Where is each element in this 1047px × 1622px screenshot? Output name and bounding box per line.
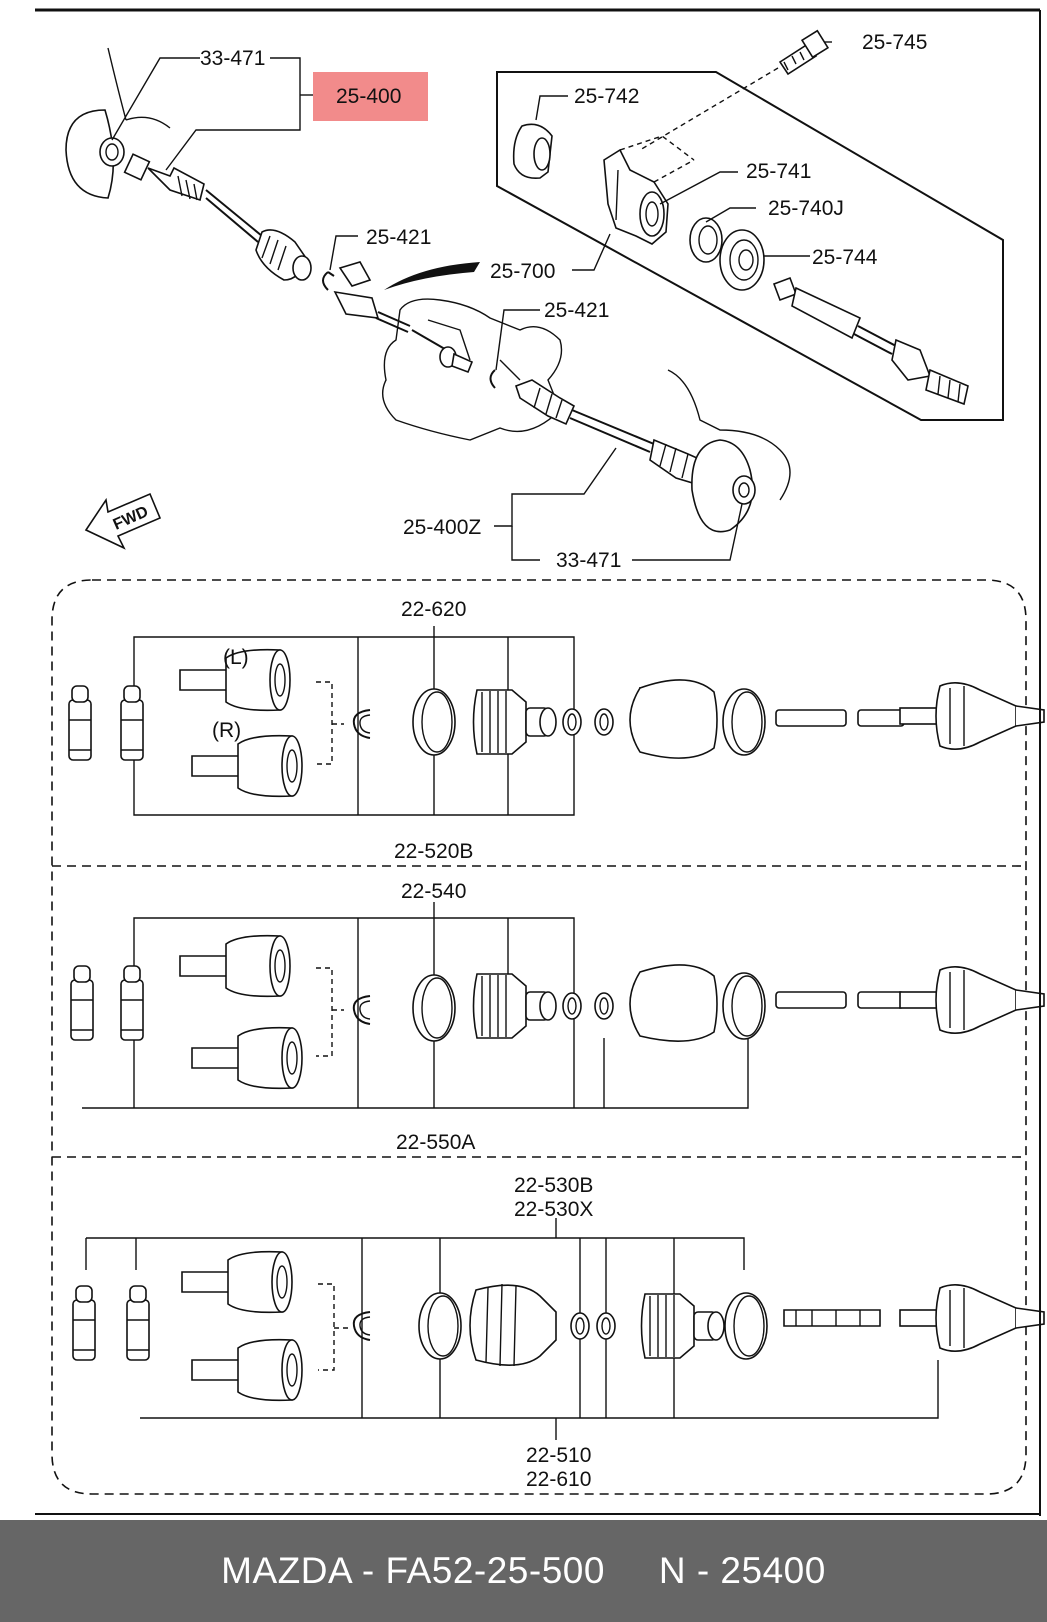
- bracket-25-741: [603, 148, 669, 245]
- label-g1-top: 22-620: [401, 598, 466, 621]
- hub-nut-left: [123, 153, 151, 181]
- label-bearing-kit: 25-740J: [768, 197, 844, 220]
- label-bracket: 25-741: [746, 160, 811, 183]
- transmission-stub-shaft: [411, 329, 474, 374]
- parts-diagram: FWD: [35, 8, 1045, 1516]
- inset-arrow: [384, 262, 480, 290]
- bolt-guide-line: [639, 67, 779, 151]
- fwd-arrow: FWD: [84, 492, 162, 550]
- label-seal: 25-742: [574, 85, 639, 108]
- kits-outer-frame: [51, 579, 1027, 1495]
- left-drive-shaft: [147, 166, 312, 281]
- clip-right: [489, 369, 496, 389]
- label-g2-top: 22-540: [401, 880, 466, 903]
- label-g1-side-left: (L): [223, 646, 249, 669]
- footer-text: MAZDA - FA52-25-500 N - 25400: [221, 1550, 826, 1591]
- upper-leader-lines: [111, 41, 832, 561]
- label-g3-top-2: 22-530X: [514, 1198, 593, 1221]
- label-right-shaft: 25-400Z: [403, 516, 481, 539]
- label-left-shaft: 25-400: [336, 85, 401, 108]
- intermediate-shaft-stub: [333, 261, 411, 333]
- transmission-detail: [427, 319, 521, 381]
- label-clip-upper: 25-421: [366, 226, 431, 249]
- label-bolt: 25-745: [862, 31, 927, 54]
- highlight-box: [313, 72, 428, 121]
- left-hub-assembly: [65, 47, 171, 199]
- label-g1-side-right: (R): [212, 719, 241, 742]
- kit-group-3: [72, 1218, 1045, 1440]
- kit-group-1: [68, 626, 1045, 816]
- kit-group-2: [70, 902, 1045, 1109]
- joint-shaft-25-700: [772, 276, 969, 406]
- clip-left: [322, 271, 335, 291]
- label-g3-bottom-1: 22-510: [526, 1444, 591, 1467]
- label-clip-lower: 25-421: [544, 299, 609, 322]
- bracket-guide-line: [619, 135, 695, 183]
- inset-frame: [496, 71, 1004, 421]
- footer-bar: MAZDA - FA52-25-500 N - 25400: [0, 1520, 1047, 1622]
- seal-25-742: [512, 123, 553, 180]
- label-hub-nut-left: 33-471: [200, 47, 265, 70]
- right-hub-assembly: [667, 369, 791, 533]
- label-g1-bottom: 22-520B: [394, 840, 473, 863]
- bearing-kit-25-740J: [689, 217, 723, 263]
- label-joint-shaft: 25-700: [490, 260, 555, 283]
- bearing-25-744: [719, 229, 765, 291]
- label-g3-top-1: 22-530B: [514, 1174, 593, 1197]
- transmission-outline: [382, 298, 563, 441]
- label-hub-nut-right: 33-471: [556, 549, 621, 572]
- label-g3-bottom-2: 22-610: [526, 1468, 591, 1491]
- label-g2-bottom: 22-550A: [396, 1131, 475, 1154]
- bolt-25-745: [778, 29, 830, 76]
- label-bearing: 25-744: [812, 246, 878, 269]
